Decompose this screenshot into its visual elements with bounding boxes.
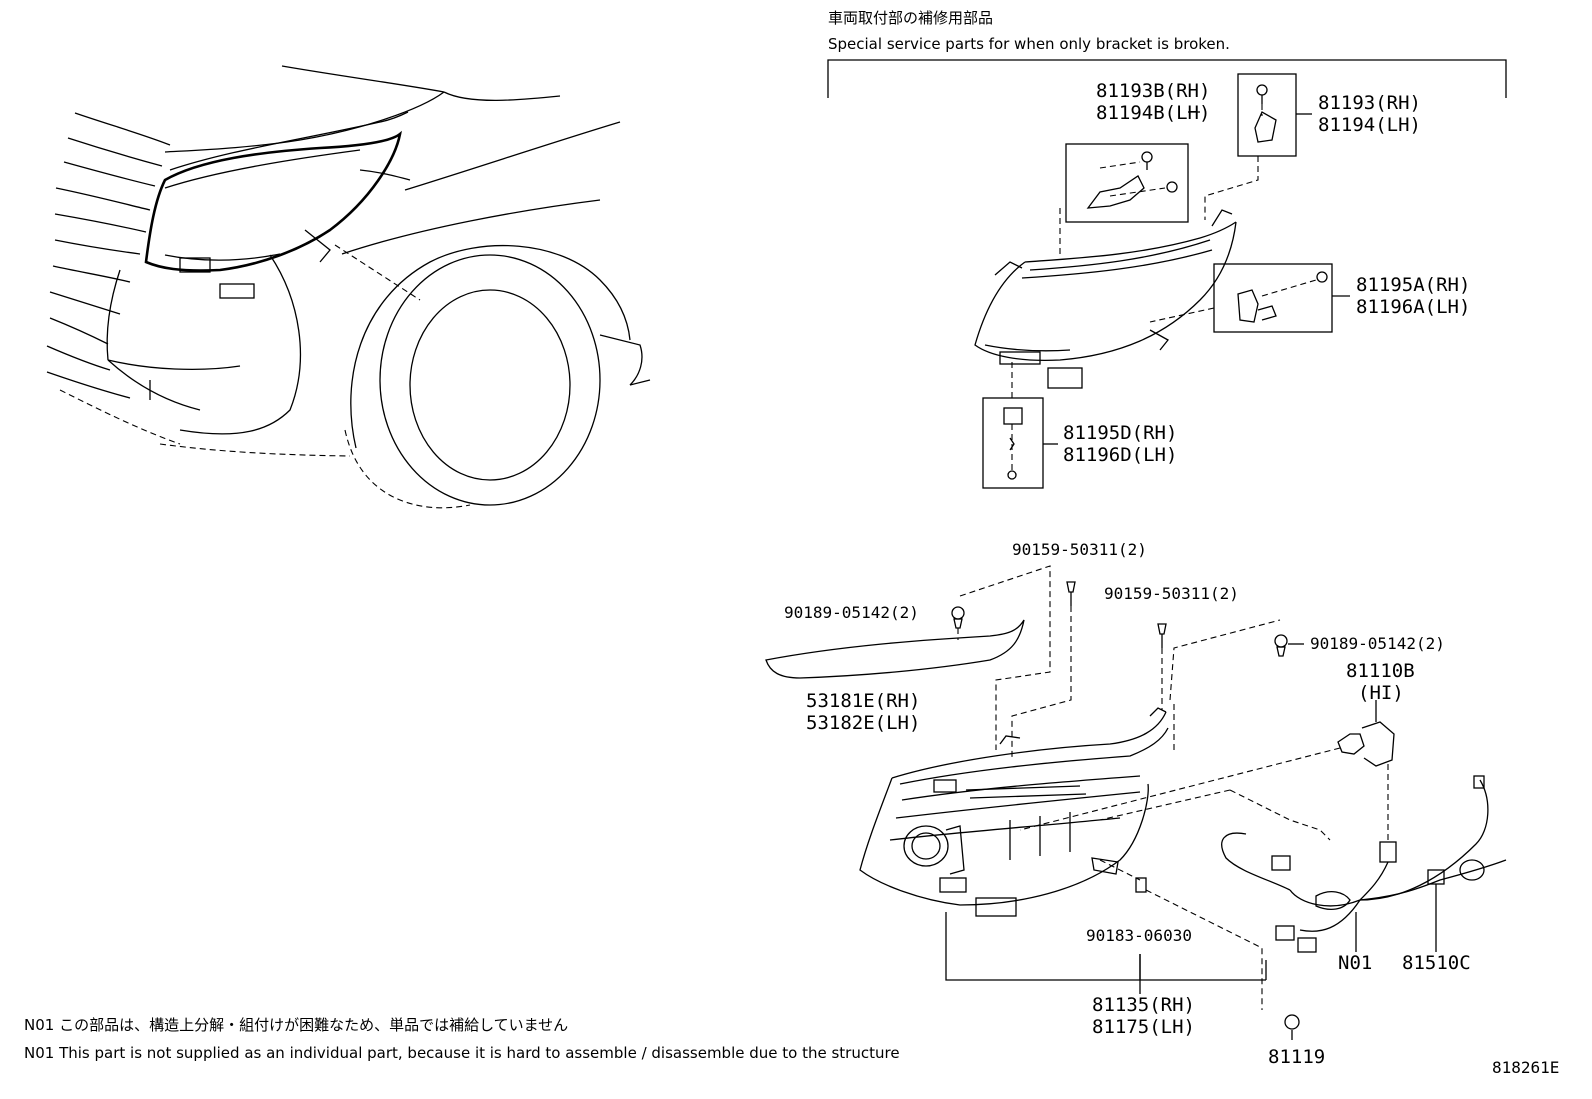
part-label-90183: 90183-06030 — [1086, 926, 1192, 945]
part-81193B-box — [1059, 111, 1200, 258]
part-label-N01: N01 — [1338, 952, 1373, 974]
part-label-81110B: 81110B — [1346, 660, 1415, 682]
part-label-81193B: 81193B(RH) — [1096, 80, 1211, 102]
part-label-81196A: 81196A(LH) — [1356, 296, 1471, 318]
part-label-90159-left: 90159-50311(2) — [1012, 540, 1147, 559]
part-label-81196D: 81196D(LH) — [1063, 444, 1178, 466]
part-label-90159-right: 90159-50311(2) — [1104, 584, 1239, 603]
lower-leader-lines — [945, 565, 1507, 1040]
part-label-81135: 81135(RH) — [1092, 994, 1195, 1016]
upper-headlamp-illustration — [974, 209, 1237, 389]
part-label-53182E: 53182E(LH) — [806, 712, 921, 734]
header-title-en: Special service parts for when only brac… — [828, 35, 1230, 53]
footnote-en: N01 This part is not supplied as an indi… — [24, 1044, 900, 1062]
part-81195A-box — [1149, 263, 1350, 333]
part-label-81193: 81193(RH) — [1318, 92, 1421, 114]
part-label-81510C: 81510C — [1402, 952, 1471, 974]
part-label-81175: 81175(LH) — [1092, 1016, 1195, 1038]
part-label-90189-right: 90189-05142(2) — [1310, 634, 1445, 653]
part-label-81194B: 81194B(LH) — [1096, 102, 1211, 124]
lower-headlamp-illustration — [765, 619, 1169, 917]
part-label-53181E: 53181E(RH) — [806, 690, 921, 712]
part-label-90189-left: 90189-05142(2) — [784, 603, 919, 622]
part-label-81194: 81194(LH) — [1318, 114, 1421, 136]
footnote-jp: N01 この部品は、構造上分解・組付けが困難なため、単品では補給していません — [24, 1016, 569, 1034]
part-label-81110B-hi: (HI) — [1358, 682, 1404, 704]
header-title-jp: 車両取付部の補修用部品 — [828, 9, 994, 27]
part-81195D-box — [982, 362, 1058, 489]
part-label-81195A: 81195A(RH) — [1356, 274, 1471, 296]
part-81193-box — [1204, 73, 1312, 220]
figure-id: 818261E — [1492, 1058, 1560, 1077]
service-parts-bracket-line — [827, 59, 1507, 98]
vehicle-front-illustration — [46, 65, 651, 509]
part-label-81195D: 81195D(RH) — [1063, 422, 1178, 444]
part-label-81119: 81119 — [1268, 1046, 1326, 1068]
